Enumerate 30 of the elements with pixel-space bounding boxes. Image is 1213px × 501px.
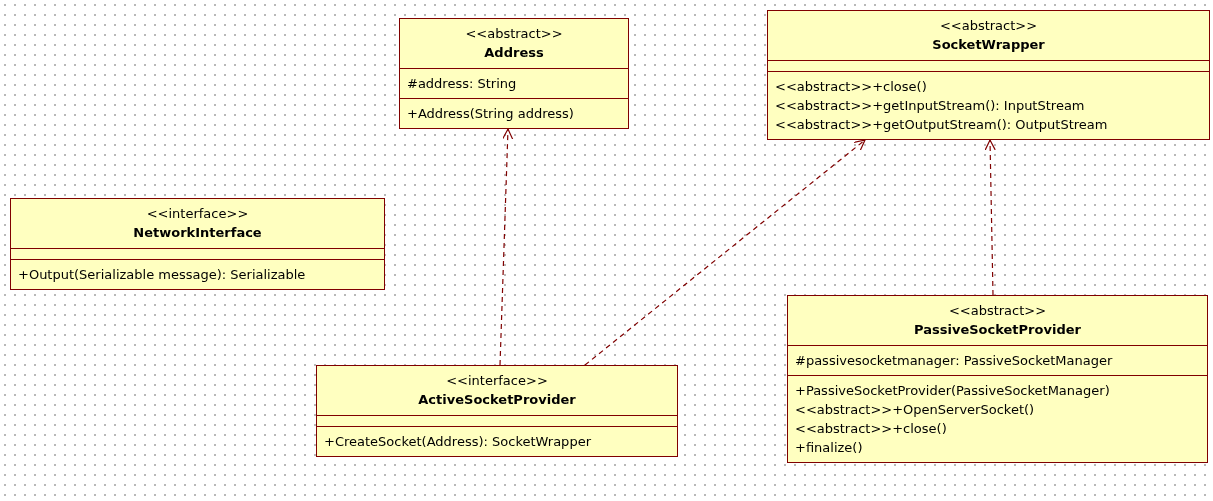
stereotype-label: <<interface>> [445, 372, 549, 390]
method-text: <<abstract>>+close() [795, 420, 948, 438]
method-text: +finalize() [795, 439, 864, 457]
class-box [399, 18, 629, 129]
attribute-text: #passivesocketmanager: PassiveSocketManager [795, 352, 1114, 370]
method-text: <<abstract>>+close() [775, 78, 928, 96]
class-box [767, 10, 1210, 140]
dependency-arrow [984, 139, 996, 296]
stereotype-label: <<abstract>> [947, 302, 1048, 320]
method-text: <<abstract>>+getOutputStream(): OutputStream [775, 116, 1109, 134]
stereotype-label: <<abstract>> [464, 25, 564, 43]
method-text: +PassiveSocketProvider(PassiveSocketManager) [795, 382, 1111, 400]
class-name: Address [483, 44, 545, 62]
class-name: SocketWrapper [931, 36, 1046, 54]
class-box [787, 295, 1208, 463]
class-name: NetworkInterface [132, 224, 263, 242]
class-box [10, 198, 385, 290]
class-name: PassiveSocketProvider [913, 321, 1082, 339]
class-box [316, 365, 678, 457]
method-text: <<abstract>>+OpenServerSocket() [795, 401, 1036, 419]
attribute-text: #address: String [407, 75, 518, 93]
stereotype-label: <<interface>> [145, 205, 250, 223]
dependency-arrow [499, 128, 514, 366]
method-text: +Output(Serializable message): Serializable [18, 266, 307, 284]
method-text: +Address(String address) [407, 105, 575, 123]
method-text: +CreateSocket(Address): SocketWrapper [324, 433, 592, 451]
stereotype-label: <<abstract>> [938, 17, 1039, 35]
class-name: ActiveSocketProvider [417, 391, 577, 409]
method-text: <<abstract>>+getInputStream(): InputStream [775, 97, 1086, 115]
dependency-arrow [584, 139, 866, 366]
